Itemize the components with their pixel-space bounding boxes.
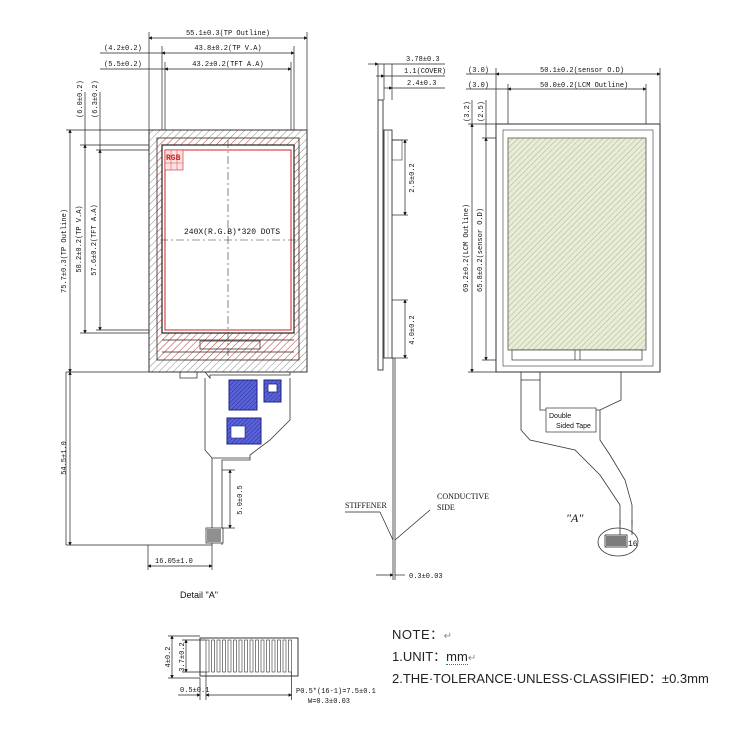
total-thickness: 3.78±0.3 <box>406 56 440 64</box>
front-fpc <box>179 371 291 545</box>
connector-pin-count: 16 <box>628 540 638 549</box>
back-left-offset-2: (3.0) <box>468 82 489 90</box>
rgb-pixel-grid <box>164 149 184 171</box>
side-lower-dim: 4.0±0.2 <box>409 315 417 344</box>
module-thickness: 2.4±0.3 <box>407 80 436 88</box>
note-tolerance: 2.THE·TOLERANCE·UNLESS·CLASSIFIED：±0.3mm <box>392 671 709 686</box>
tft-aa-width: 43.2±0.2(TFT A.A) <box>192 61 263 69</box>
detail-a-circle <box>597 527 639 557</box>
left-offset-aa: (5.5±0.2) <box>104 61 142 69</box>
top-offset-aa: (6.3±0.2) <box>92 80 100 118</box>
detail-edge-offset: 0.5±0.1 <box>180 687 209 695</box>
resolution-label: 240X(R.G.B)*320 DOTS <box>184 228 280 237</box>
tape-label-1: Double <box>549 413 571 420</box>
notes-block: NOTE：↵ 1.UNIT：mm↵ 2.THE·TOLERANCE·UNLESS… <box>392 624 742 690</box>
conductive-label-1: CONDUCTIVE <box>437 492 489 501</box>
front-view: 55.1±0.3(TP Outline) 43.8±0.2(TP V.A) 43… <box>61 30 308 570</box>
detail-a-connector <box>199 637 299 677</box>
conductive-label-2: SIDE <box>437 503 455 512</box>
fpc-thickness: 0.3±0.03 <box>409 573 443 581</box>
detail-pitch-1: P0.5*(16-1)=7.5±0.1 <box>296 688 376 696</box>
back-connector <box>604 534 628 548</box>
note-unit-value: mm <box>446 649 468 665</box>
rgb-label: RGB <box>166 154 181 163</box>
side-cover <box>377 99 384 371</box>
back-top-offset-1: (3.2) <box>464 101 472 122</box>
top-offset-va: (6.0±0.2) <box>77 80 85 118</box>
detail-a-pins <box>205 639 292 673</box>
side-upper-dim: 2.5±0.2 <box>409 163 417 192</box>
lcm-outline-width: 50.0±0.2(LCM Outline) <box>540 82 628 90</box>
fpc-gold-fingers <box>205 527 224 544</box>
ic-chip-1 <box>228 379 258 411</box>
tp-va-width: 43.8±0.2(TP V.A) <box>194 45 261 53</box>
fpc-width: 16.05±1.0 <box>155 558 193 566</box>
detail-a: Detail "A" 4±0.2 3.7±0.2 0.5±0 <box>165 590 376 706</box>
detail-a-title: Detail "A" <box>180 590 218 600</box>
back-sensor-area <box>507 137 647 351</box>
note-unit-prefix: 1.UNIT： <box>392 649 447 664</box>
tp-outline-width: 55.1±0.3(TP Outline) <box>186 30 270 38</box>
sensor-od-width: 50.1±0.2(sensor O.D) <box>540 67 624 75</box>
back-view: 50.1±0.2(sensor O.D) 50.0±0.2(LCM Outlin… <box>463 67 661 557</box>
tape-label-2: Sided Tape <box>556 423 591 430</box>
notes-title: NOTE：↵ <box>392 627 453 642</box>
tft-aa-height: 57.6±0.2(TFT A.A) <box>91 204 99 275</box>
detail-pitch-2: W=0.3±0.03 <box>308 698 350 706</box>
sensor-od-height: 65.8±0.2(sensor O.D) <box>477 208 485 292</box>
cover-thickness: 1.1(COVER) <box>404 68 446 76</box>
tp-outline-height: 75.7±0.3(TP Outline) <box>61 209 69 293</box>
detail-height-outer: 4±0.2 <box>165 646 173 667</box>
back-top-offset-2: (2.5) <box>478 101 486 122</box>
notes-title-text: NOTE： <box>392 627 444 642</box>
fpc-length: 54.5±1.0 <box>61 441 69 475</box>
back-left-offset-1: (3.0) <box>468 67 489 75</box>
note-unit: 1.UNIT：mm↵ <box>392 649 477 665</box>
side-view: 3.78±0.3 1.1(COVER) 2.4±0.3 2.5±0.2 4.0±… <box>345 56 489 581</box>
stiffener-label: STIFFENER <box>345 501 387 510</box>
lcm-outline-height: 69.2±0.2(LCM Outline) <box>463 204 471 292</box>
tp-va-height: 58.2±0.2(TP V.A) <box>76 205 84 272</box>
detail-height-inner: 3.7±0.2 <box>179 642 187 671</box>
back-fpc <box>520 372 633 525</box>
left-offset-va: (4.2±0.2) <box>104 45 142 53</box>
fpc-tail-height: 5.0±0.5 <box>237 485 245 514</box>
detail-a-marker: "A" <box>566 511 584 525</box>
